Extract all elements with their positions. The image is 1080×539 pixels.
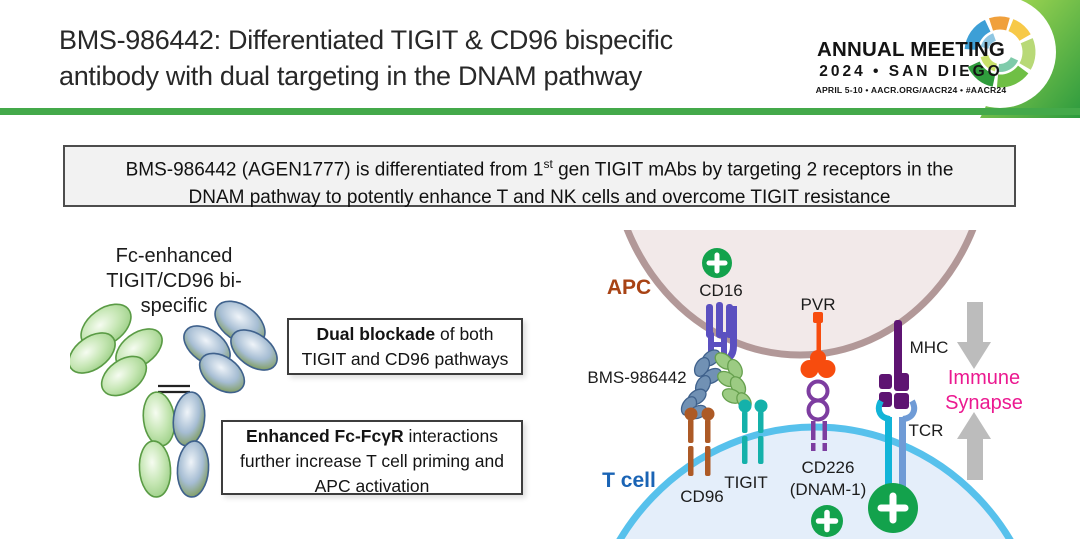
plus-icon	[702, 248, 732, 278]
cd226-receptor	[806, 379, 830, 451]
pvr-receptor	[800, 312, 836, 378]
up-arrow-icon	[957, 412, 991, 480]
logo-year-city: 2024 • SAN DIEGO	[819, 63, 1003, 80]
bispecific-antibody-diagram	[70, 300, 278, 498]
down-arrow-icon	[957, 302, 991, 369]
cd96-receptor	[684, 407, 715, 476]
banner-line2: DNAM pathway to potently enhance T and N…	[188, 187, 891, 209]
tcr-receptor	[875, 399, 918, 529]
immune-synapse-diagram: APC CD16 PVR MHC BMS-986442 CD96 TIGIT C…	[560, 230, 1080, 539]
bms-986442-label: BMS-986442	[587, 368, 687, 387]
cd96-label: CD96	[680, 487, 724, 506]
logo-dates-url: APRIL 5-10 • AACR.ORG/AACR24 • #AACR24	[815, 85, 1007, 95]
antibody-hinge	[158, 384, 190, 394]
title-line1: BMS-986442: Differentiated TIGIT & CD96 …	[59, 25, 673, 55]
tigit-label: TIGIT	[724, 473, 768, 492]
cd16-label: CD16	[699, 281, 743, 300]
antibody-label: Fc-enhanced TIGIT/CD96 bi-specific	[106, 245, 242, 317]
cd226-dnam1-label: CD226 (DNAM-1)	[789, 458, 867, 499]
tigit-receptor	[738, 399, 768, 464]
pvr-label: PVR	[800, 295, 836, 314]
antibody-blue-arm	[172, 300, 278, 498]
plus-icon	[868, 483, 918, 533]
immune-synapse-label: Immune Synapse	[945, 367, 1023, 414]
t-cell-label: T cell	[602, 469, 656, 492]
plus-icon	[811, 505, 843, 537]
tcr-label: TCR	[908, 421, 944, 440]
logo-annual-meeting: ANNUAL MEETING	[816, 38, 1006, 61]
title-line2: antibody with dual targeting in the DNAM…	[59, 61, 642, 91]
antibody-green-arm	[70, 303, 176, 498]
aacr-logo-graphic	[950, 0, 1080, 118]
page-title: BMS-986442: Differentiated TIGIT & CD96 …	[59, 22, 673, 94]
aacr-swirl-icon	[964, 16, 1036, 88]
aacr-logo-text: ANNUAL MEETING 2024 • SAN DIEGO APRIL 5-…	[813, 38, 1009, 95]
fc-enhancement-callout: Enhanced Fc-FcγR interactions further in…	[221, 420, 523, 496]
key-message-banner: BMS-986442 (AGEN1777) is differentiated …	[63, 145, 1016, 208]
mhc-label: MHC	[909, 338, 949, 357]
header-divider	[0, 108, 1080, 115]
dual-blockade-callout: Dual blockade of both TIGIT and CD96 pat…	[287, 318, 523, 375]
apc-label: APC	[606, 276, 652, 299]
banner-line1: BMS-986442 (AGEN1777) is differentiated …	[125, 157, 954, 181]
